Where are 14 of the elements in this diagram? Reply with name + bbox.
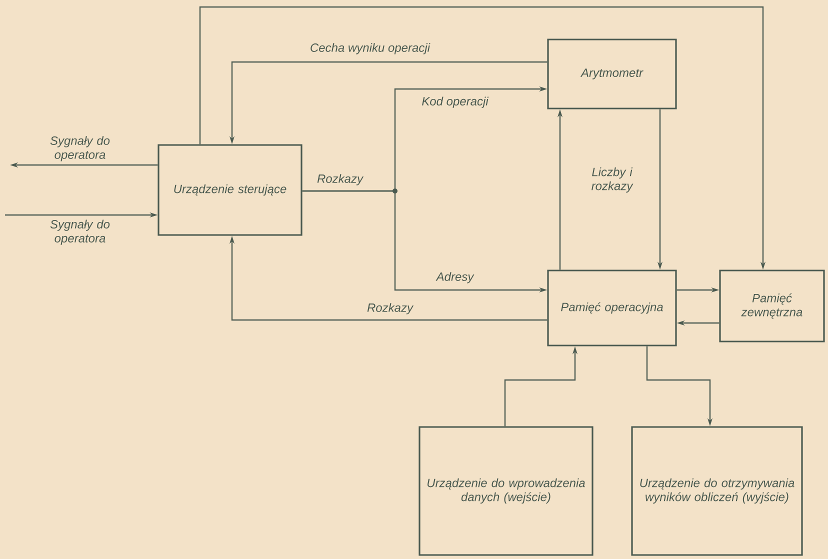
device-box: Urządzenie sterujące (158, 144, 302, 236)
edge-label: Adresy (436, 272, 474, 284)
device-box: Pamięć zewnętrzna (719, 270, 825, 342)
edge-label: Rozkazy (367, 303, 414, 314)
edge-label: Cecha wyniku operacji (310, 43, 430, 54)
flow-label: Liczby i rozkazy (592, 167, 634, 193)
edge-label: Sygnały do operatora (50, 136, 110, 162)
edge-label: Kod operacji (422, 96, 489, 108)
edge-label: Sygnały do operatora (50, 220, 110, 245)
device-box: Urządzenie do wprowadzenia danych (wejście) (418, 426, 594, 556)
device-box: Arytmometr (547, 38, 677, 110)
device-box: Pamięć operacyjna (547, 270, 677, 346)
flow-label: Rozkazy (317, 174, 364, 186)
device-box: Urządzenie do otrzymywania wyników obliczeń (wyjście) (631, 426, 803, 556)
